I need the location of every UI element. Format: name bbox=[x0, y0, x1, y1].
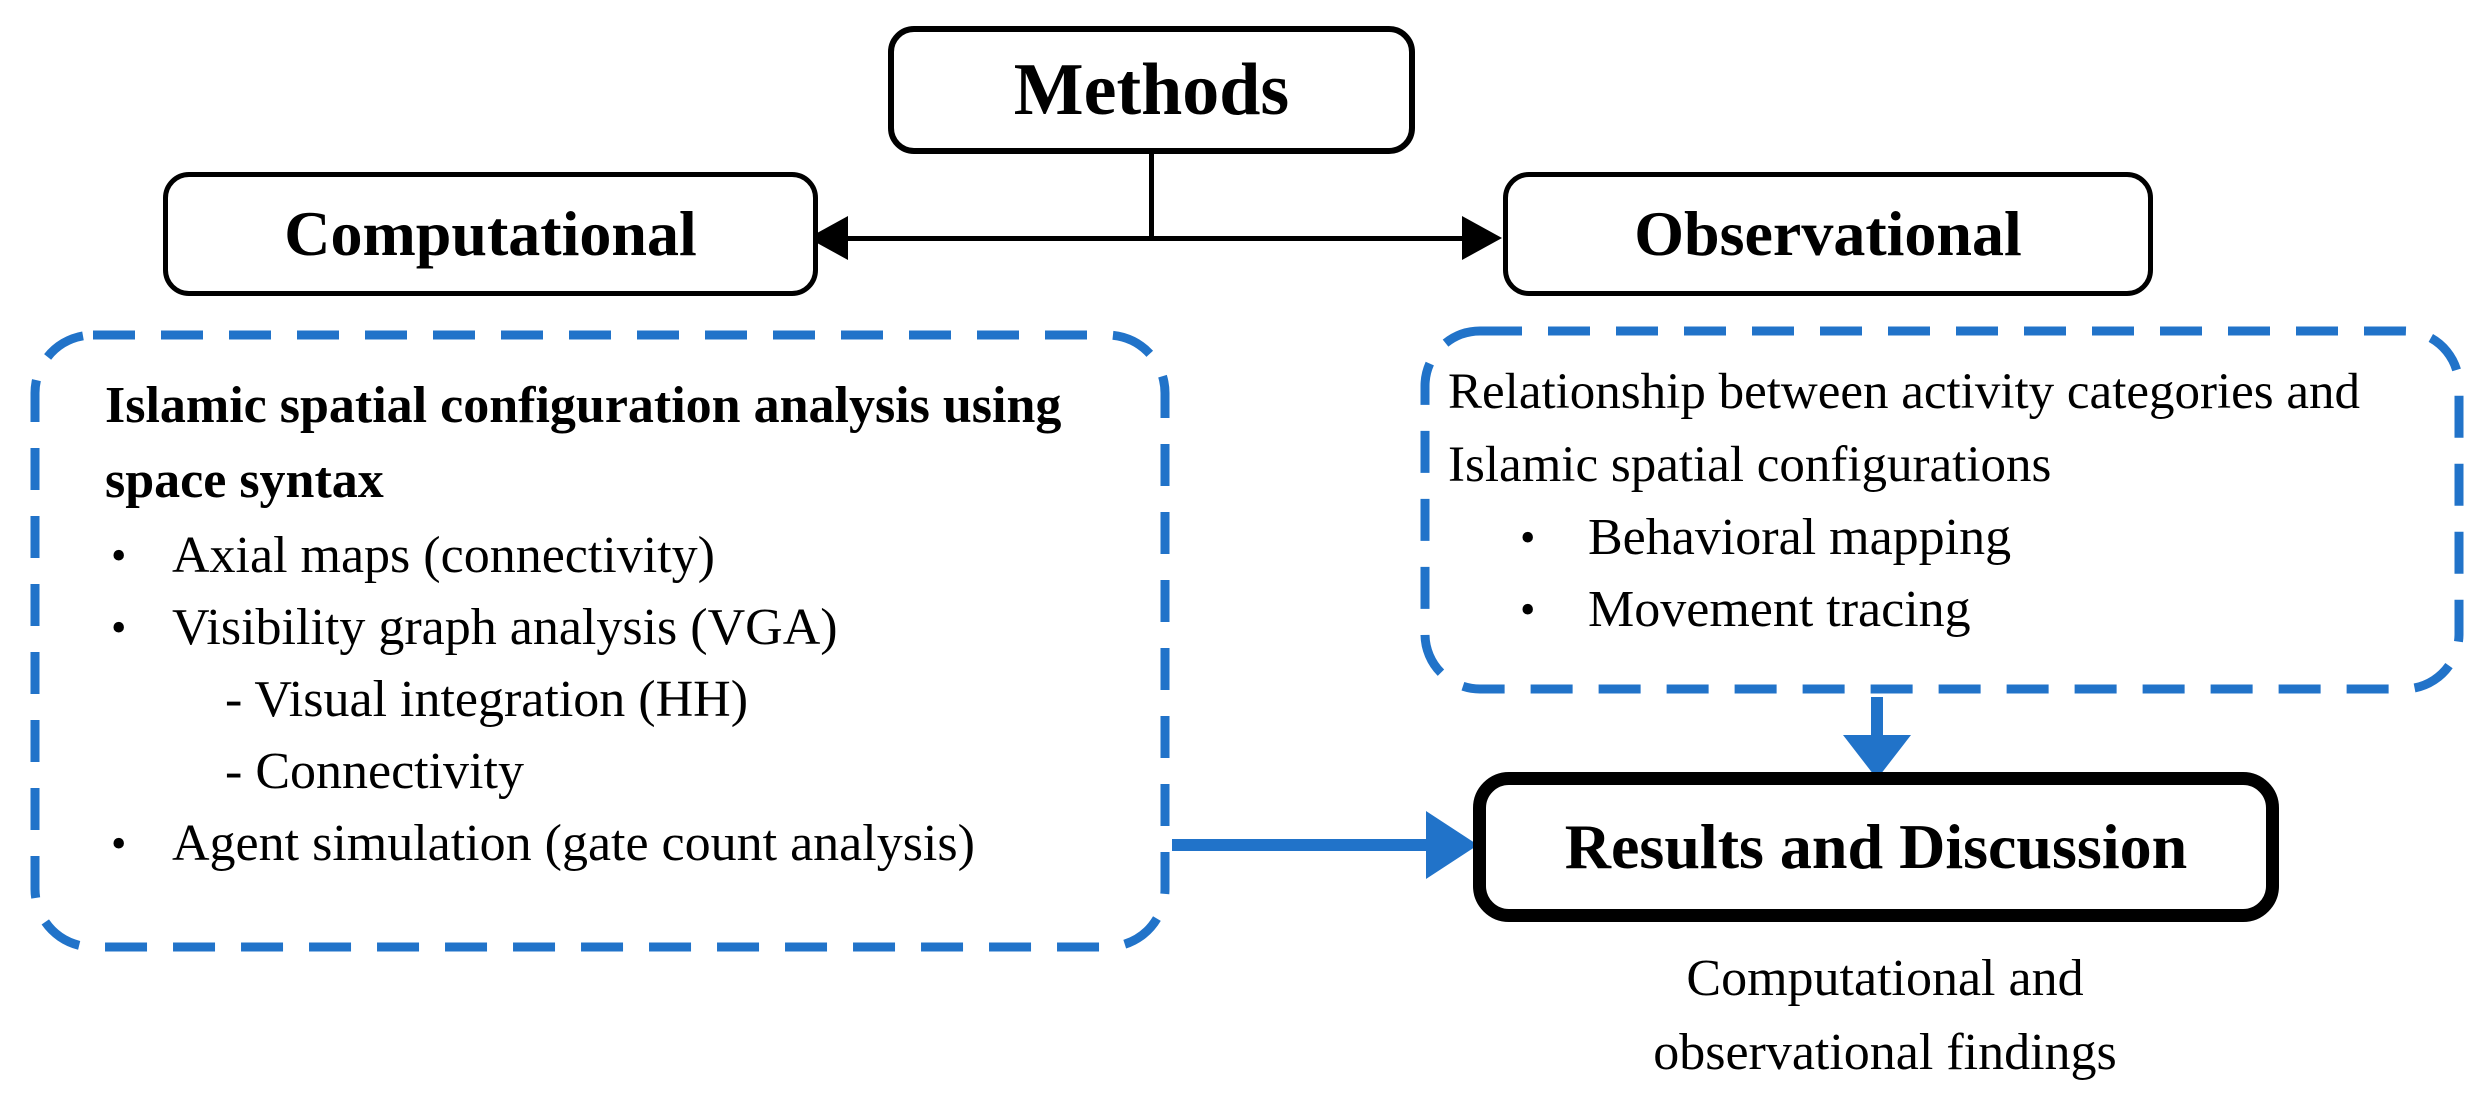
computational-label: Computational bbox=[284, 198, 697, 269]
methods-node: Methods bbox=[888, 26, 1415, 154]
observational-panel-list: Behavioral mapping Movement tracing bbox=[1448, 502, 2458, 646]
list-item: Movement tracing bbox=[1448, 574, 2458, 646]
computational-panel-list: Axial maps (connectivity) Visibility gra… bbox=[105, 520, 1125, 880]
list-item: Behavioral mapping bbox=[1448, 502, 2458, 574]
observational-panel: Relationship between activity categories… bbox=[1448, 356, 2458, 646]
list-subitem: - Visual integration (HH) bbox=[225, 671, 749, 728]
observational-node: Observational bbox=[1503, 172, 2153, 296]
methods-label: Methods bbox=[1013, 48, 1290, 131]
observational-to-results-arrow-line bbox=[1871, 697, 1883, 737]
computational-panel-border bbox=[30, 330, 1170, 952]
observational-panel-border bbox=[1420, 326, 2464, 694]
results-node: Results and Discussion bbox=[1473, 772, 2279, 922]
list-subitem: - Connectivity bbox=[225, 743, 524, 800]
blue-arrowhead-right-icon bbox=[1426, 811, 1478, 879]
blue-arrowhead-down-icon bbox=[1843, 735, 1911, 779]
list-item: Agent simulation (gate count analysis) bbox=[105, 808, 1125, 880]
computational-node: Computational bbox=[163, 172, 818, 296]
observational-label: Observational bbox=[1634, 198, 2022, 269]
list-item: Visibility graph analysis (VGA) bbox=[105, 592, 1125, 664]
methods-connector-vertical-line bbox=[1149, 154, 1154, 240]
computational-panel-heading: Islamic spatial configuration analysis u… bbox=[105, 377, 1062, 509]
observational-panel-description: Relationship between activity categories… bbox=[1448, 364, 2361, 493]
arrowhead-right-icon bbox=[1462, 216, 1502, 260]
computational-panel: Islamic spatial configuration analysis u… bbox=[105, 368, 1125, 880]
computational-to-results-arrow-line bbox=[1172, 839, 1430, 851]
list-item: Axial maps (connectivity) bbox=[105, 520, 1125, 592]
results-label: Results and Discussion bbox=[1564, 811, 2188, 882]
results-caption: Computational and observational findings bbox=[1653, 950, 2117, 1081]
methods-connector-horizontal-line bbox=[845, 236, 1469, 241]
